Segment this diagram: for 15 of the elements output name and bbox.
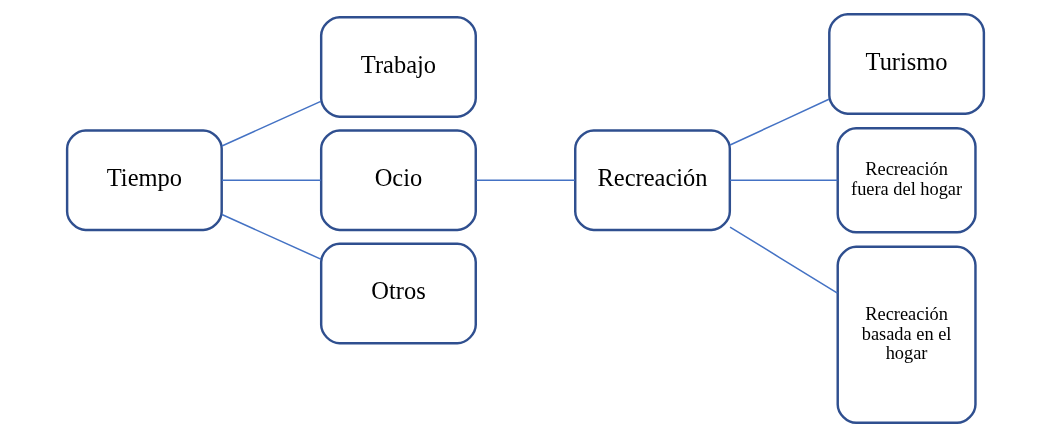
connector: [474, 179, 576, 181]
connector: [728, 98, 830, 146]
connector: [220, 213, 322, 260]
node-box: Turismo: [827, 12, 985, 115]
connector: [728, 226, 838, 294]
connector: [220, 179, 322, 181]
node-box: Otros: [319, 242, 477, 345]
node-box: Recreación: [573, 129, 731, 232]
connector: [728, 179, 838, 181]
node-box: Recreación fuera del hogar: [836, 126, 977, 234]
node-box: Ocio: [319, 129, 477, 232]
node-box: Recreación basada en el hogar: [836, 245, 977, 425]
node-box: Tiempo: [65, 129, 223, 232]
connector: [220, 100, 322, 147]
node-box: Trabajo: [319, 16, 477, 118]
